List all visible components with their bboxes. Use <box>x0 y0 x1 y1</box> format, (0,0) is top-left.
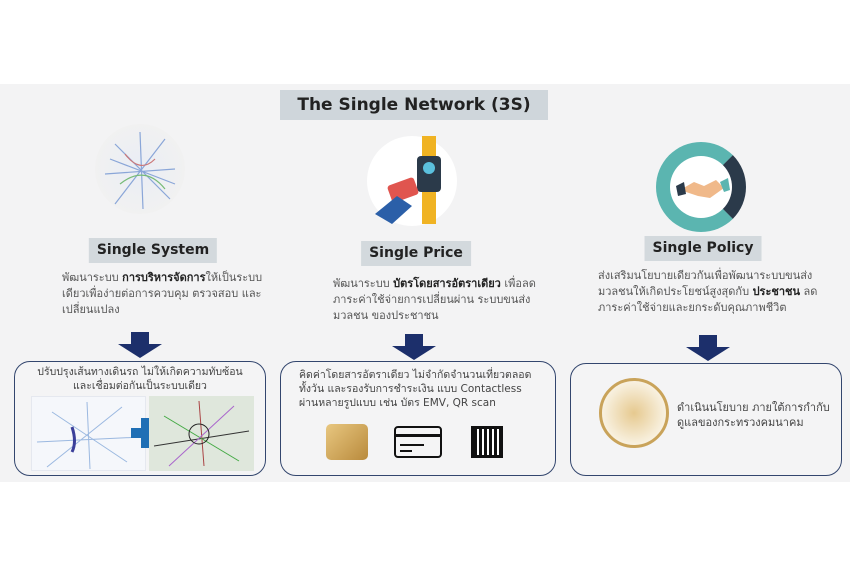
single-system-label: Single System <box>88 238 218 263</box>
plus-icon <box>131 418 161 448</box>
single-system-description: พัฒนาระบบ การบริหารจัดการให้เป็นระบบเดีย… <box>62 270 267 318</box>
desc-text: พัฒนาระบบ <box>62 271 123 284</box>
desc-bold: บัตรโดยสารอัตราเดียว <box>393 277 501 290</box>
fare-gate-card-icon <box>367 136 457 226</box>
single-system-box: ปรับปรุงเส้นทางเดินรถ ไม่ให้เกิดความทับซ… <box>14 361 266 476</box>
desc-text: เพื่อลดภาระค่าใช้จ่ายการเปลี่ยนผ่าน ระบบ… <box>333 277 536 322</box>
rail-network-map-image <box>149 396 254 471</box>
single-price-label: Single Price <box>361 241 471 266</box>
box-text: ปรับปรุงเส้นทางเดินรถ ไม่ให้เกิดความทับซ… <box>37 366 243 392</box>
single-price-description: พัฒนาระบบ บัตรโดยสารอัตราเดียว เพื่อลดภา… <box>333 276 543 324</box>
qr-code-icon <box>471 426 503 458</box>
desc-bold: การบริหารจัดการ <box>122 271 206 284</box>
desc-text: ลดภาระค่าใช้จ่ายและยกระดับคุณภาพชีวิต <box>598 285 818 314</box>
page-title: The Single Network (3S) <box>280 90 548 120</box>
desc-text: พัฒนาระบบ <box>333 277 394 290</box>
desc-bold: ประชาชน <box>752 285 800 298</box>
card-icon <box>394 426 442 458</box>
ministry-of-transport-seal <box>599 378 669 448</box>
bus-route-map-image <box>31 396 146 471</box>
single-policy-label: Single Policy <box>644 236 762 261</box>
single-policy-box: ดำเนินนโยบาย ภายใต้การกำกับดูแลของกระทรว… <box>570 363 842 476</box>
route-map-icon <box>95 124 185 214</box>
box-text: ดำเนินนโยบาย ภายใต้การกำกับดูแลของกระทรว… <box>677 401 830 429</box>
handshake-icon <box>656 142 746 232</box>
box-text: คิดค่าโดยสารอัตราเดียว ไม่จำกัดจำนวนเที่… <box>299 369 532 409</box>
desc-text: ให้เป็นระบบเดียวเพื่อง่ายต่อการควบคุม ตร… <box>62 271 263 316</box>
single-policy-description: ส่งเสริมนโยบายเดียวกันเพื่อพัฒนาระบบขนส่… <box>598 268 833 316</box>
desc-text: ส่งเสริมนโยบายเดียวกันเพื่อพัฒนาระบบขนส่… <box>598 269 813 298</box>
emv-chip-icon <box>326 424 368 460</box>
single-price-box: คิดค่าโดยสารอัตราเดียว ไม่จำกัดจำนวนเที่… <box>280 361 556 476</box>
